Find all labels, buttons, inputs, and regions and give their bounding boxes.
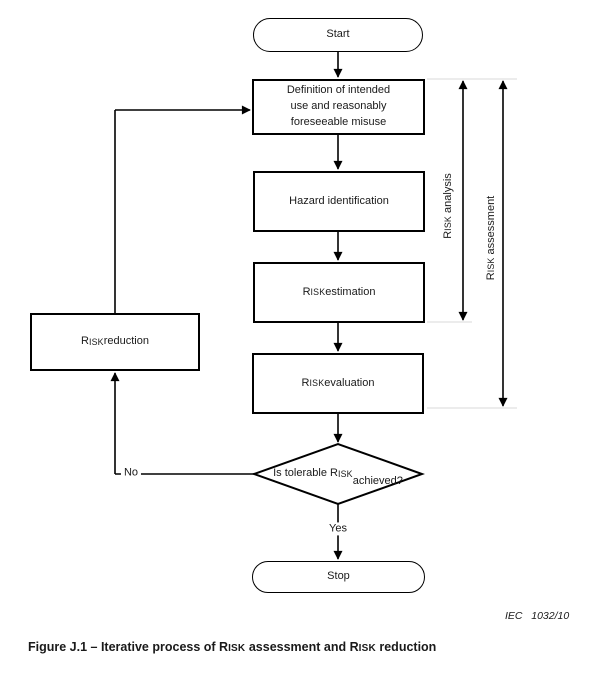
iec-credit: IEC 1032/10 <box>505 610 570 622</box>
node-start: Start <box>253 18 423 52</box>
bracket-label-risk-assessment: RISK assessment <box>485 193 497 283</box>
node-definition-of-intended-use: Definition of intended use and reasonabl… <box>252 79 425 135</box>
decision-diamond-shape <box>251 442 425 506</box>
figure-caption: Figure J.1 – Iterative process of RISK a… <box>28 640 437 654</box>
bracket-label-risk-analysis: RISK analysis <box>442 171 454 241</box>
edge-label-no: No <box>120 466 142 480</box>
node-hazard-identification: Hazard identification <box>253 171 425 232</box>
edge-label-yes: Yes <box>326 522 350 536</box>
node-stop: Stop <box>252 561 425 593</box>
